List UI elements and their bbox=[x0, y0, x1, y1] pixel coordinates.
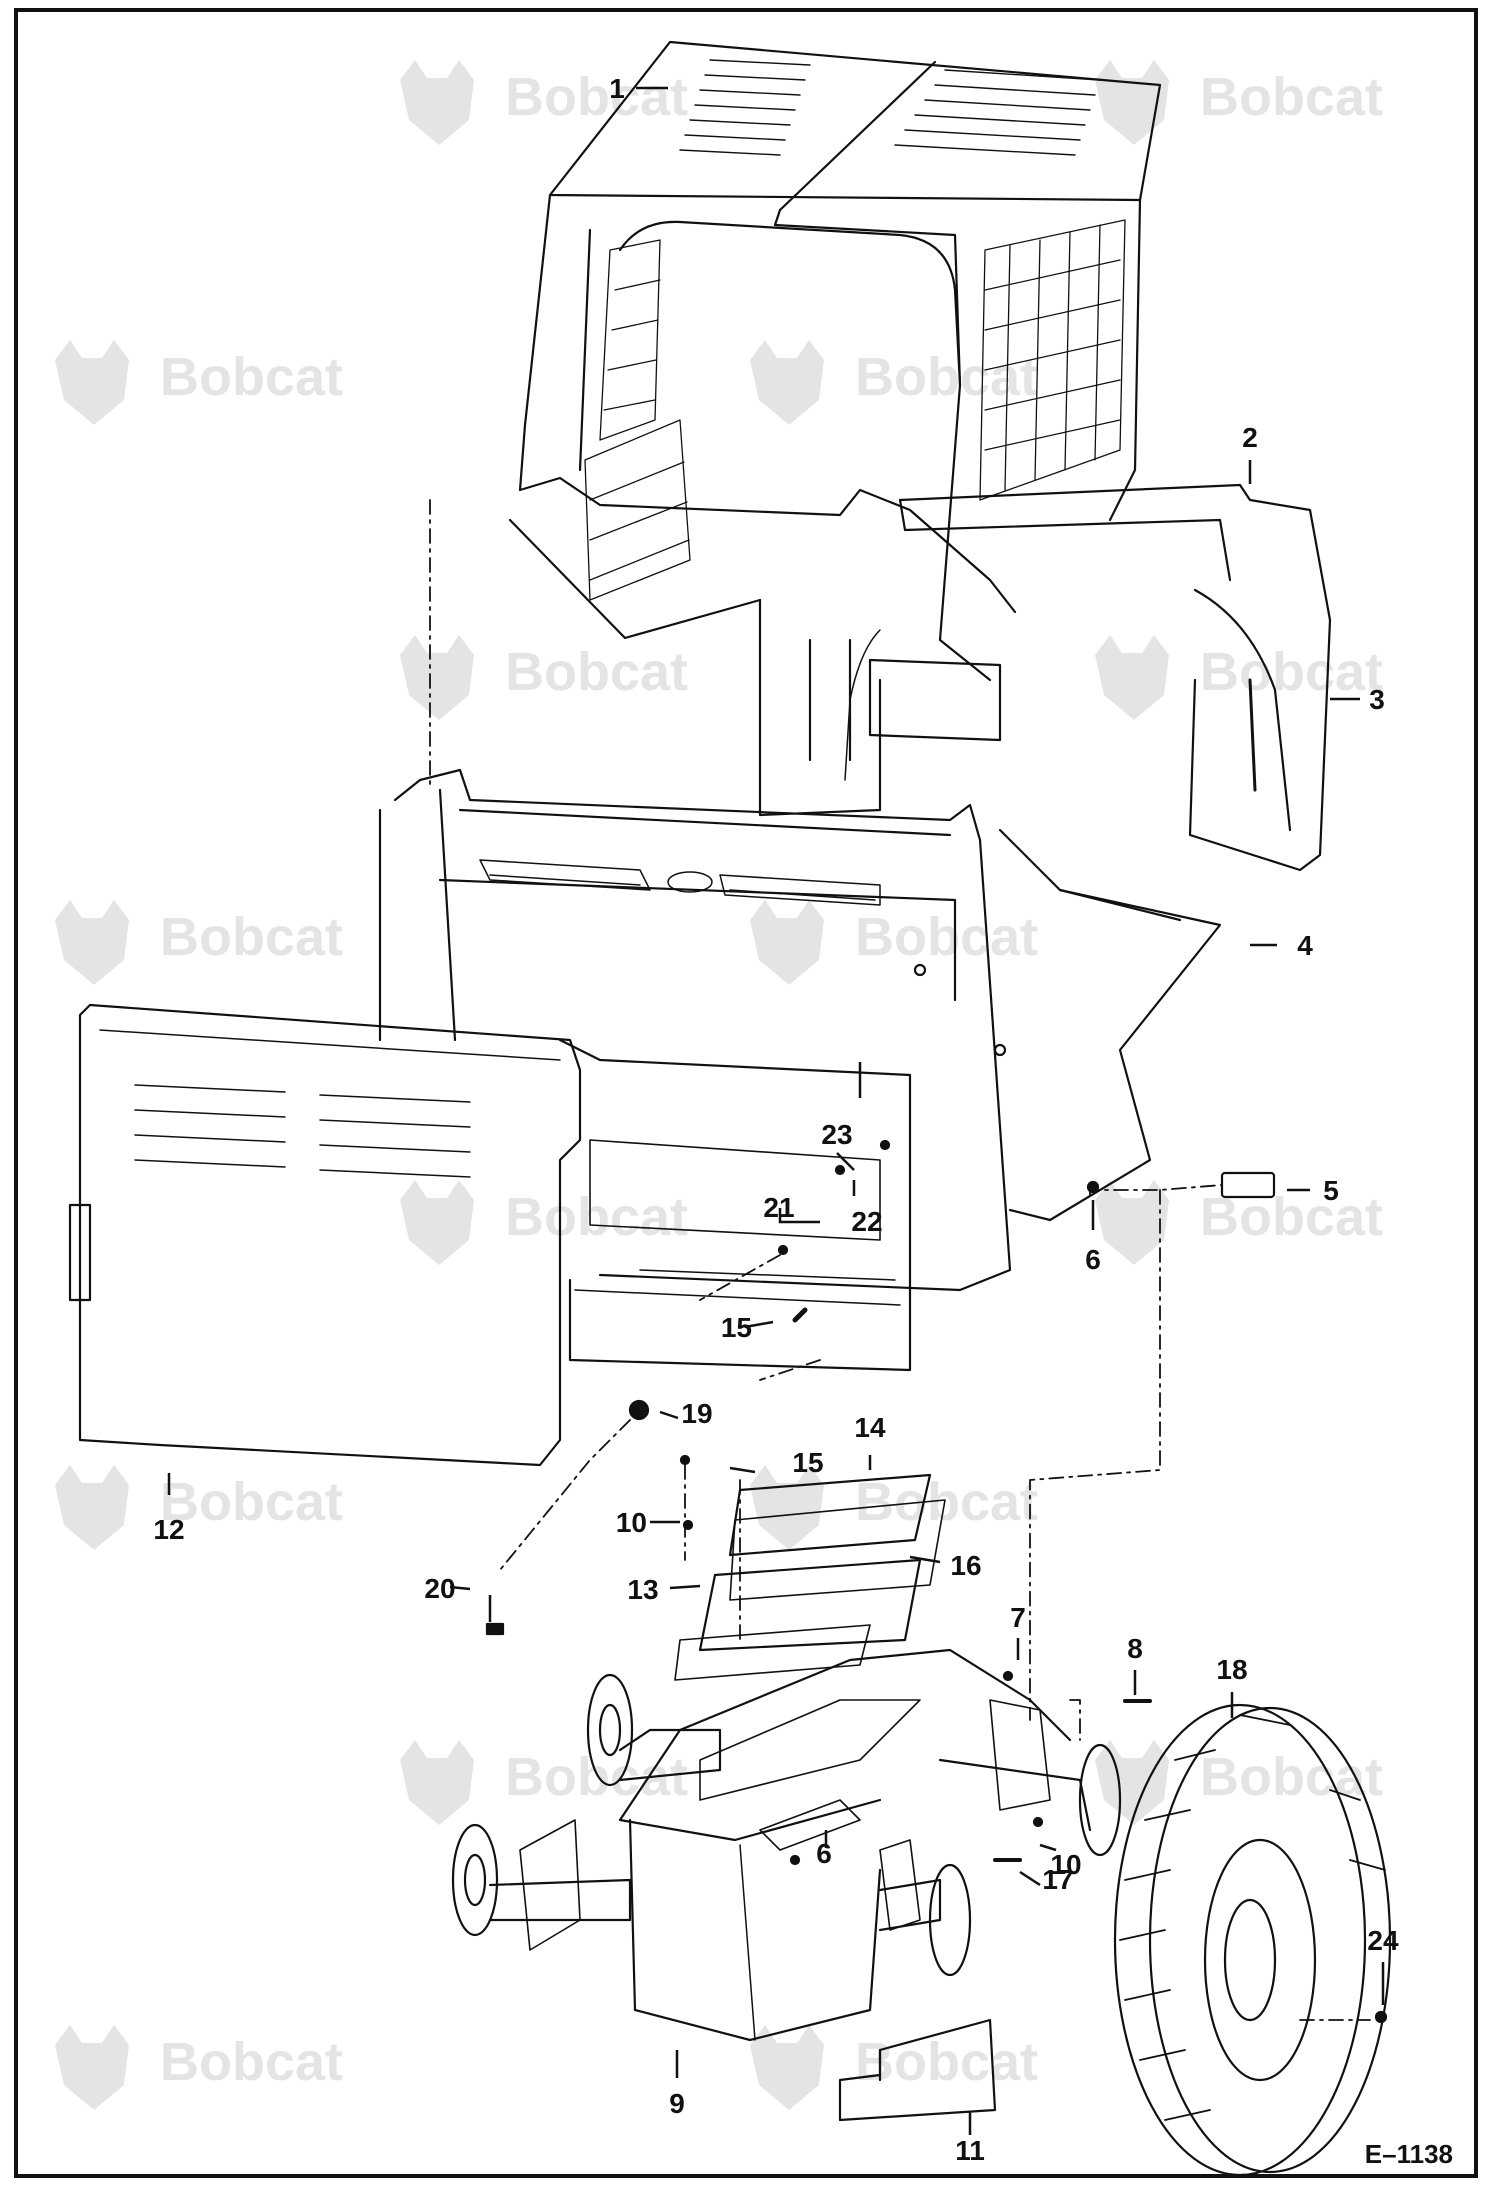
bobcat-watermark: Bobcat bbox=[1095, 635, 1383, 720]
bobcat-watermark: Bobcat bbox=[750, 340, 1038, 425]
hardware[interactable] bbox=[485, 1139, 1388, 2024]
bobcat-watermark: Bobcat bbox=[55, 1465, 343, 1550]
svg-text:Bobcat: Bobcat bbox=[505, 642, 688, 702]
callout-17: 17 bbox=[1042, 1864, 1073, 1895]
callout-24: 24 bbox=[1367, 1925, 1399, 1956]
svg-text:Bobcat: Bobcat bbox=[1200, 67, 1383, 127]
callout-21: 21 bbox=[763, 1192, 794, 1223]
bobcat-watermark: Bobcat bbox=[400, 1180, 688, 1265]
callout-9: 9 bbox=[669, 2088, 685, 2119]
callout-15: 15 bbox=[792, 1447, 823, 1478]
rear-cab-support bbox=[758, 483, 1332, 872]
svg-text:Bobcat: Bobcat bbox=[160, 2032, 343, 2092]
tire-wheel bbox=[1113, 1703, 1392, 2177]
bobcat-watermark: Bobcat bbox=[400, 1740, 688, 1825]
callout-13: 13 bbox=[627, 1574, 658, 1605]
callout-22: 22 bbox=[851, 1206, 882, 1237]
svg-text:Bobcat: Bobcat bbox=[855, 907, 1038, 967]
bottom-shield bbox=[838, 2018, 997, 2122]
callout-10: 10 bbox=[616, 1507, 647, 1538]
bobcat-watermark: Bobcat bbox=[55, 900, 343, 985]
callout-19: 19 bbox=[681, 1398, 712, 1429]
bobcat-watermark: Bobcat bbox=[750, 900, 1038, 985]
svg-text:Bobcat: Bobcat bbox=[160, 907, 343, 967]
callout-6: 6 bbox=[1085, 1244, 1101, 1275]
bobcat-watermark: Bobcat bbox=[400, 60, 688, 145]
callout-8: 8 bbox=[1127, 1633, 1143, 1664]
callout-5: 5 bbox=[1323, 1175, 1339, 1206]
callout-10: 10 bbox=[1050, 1849, 1081, 1880]
operator-cab bbox=[508, 40, 1162, 682]
bobcat-watermark: Bobcat bbox=[750, 2025, 1038, 2110]
callout-20: 20 bbox=[424, 1573, 455, 1604]
bobcat-watermark: Bobcat bbox=[750, 1465, 1038, 1550]
callout-4: 4 bbox=[1297, 930, 1313, 961]
svg-text:Bobcat: Bobcat bbox=[160, 347, 343, 407]
callout-16: 16 bbox=[950, 1550, 981, 1581]
svg-text:Bobcat: Bobcat bbox=[855, 2032, 1038, 2092]
callout-14: 14 bbox=[854, 1412, 886, 1443]
diagram-frame bbox=[14, 8, 1478, 2178]
svg-text:Bobcat: Bobcat bbox=[1200, 642, 1383, 702]
main-frame bbox=[378, 768, 1222, 1372]
bobcat-watermark: Bobcat bbox=[55, 340, 343, 425]
callout-12: 12 bbox=[153, 1514, 184, 1545]
assembly-lines bbox=[429, 499, 1371, 2021]
svg-text:Bobcat: Bobcat bbox=[505, 1187, 688, 1247]
figure-code: E–1138 bbox=[1365, 2139, 1453, 2169]
bobcat-watermark: Bobcat bbox=[55, 2025, 343, 2110]
svg-text:Bobcat: Bobcat bbox=[855, 1472, 1038, 1532]
svg-text:Bobcat: Bobcat bbox=[505, 67, 688, 127]
callout-15: 15 bbox=[721, 1312, 752, 1343]
callout-23: 23 bbox=[821, 1119, 852, 1150]
callout-11: 11 bbox=[955, 2135, 985, 2166]
bobcat-watermark: Bobcat bbox=[1095, 1180, 1383, 1265]
callout-7: 7 bbox=[1010, 1602, 1026, 1633]
access-plates bbox=[674, 1473, 946, 1681]
svg-text:Bobcat: Bobcat bbox=[160, 1472, 343, 1532]
axle-frame bbox=[451, 1648, 1122, 2042]
callout-3: 3 bbox=[1369, 684, 1385, 715]
bobcat-watermark: Bobcat bbox=[1095, 60, 1383, 145]
callout-1: 1 bbox=[609, 73, 625, 104]
callout-6: 6 bbox=[816, 1838, 832, 1869]
rear-door bbox=[68, 1003, 582, 1467]
svg-text:Bobcat: Bobcat bbox=[855, 347, 1038, 407]
callout-18: 18 bbox=[1216, 1654, 1247, 1685]
callout-2: 2 bbox=[1242, 422, 1258, 453]
bobcat-watermark: Bobcat bbox=[400, 635, 688, 720]
